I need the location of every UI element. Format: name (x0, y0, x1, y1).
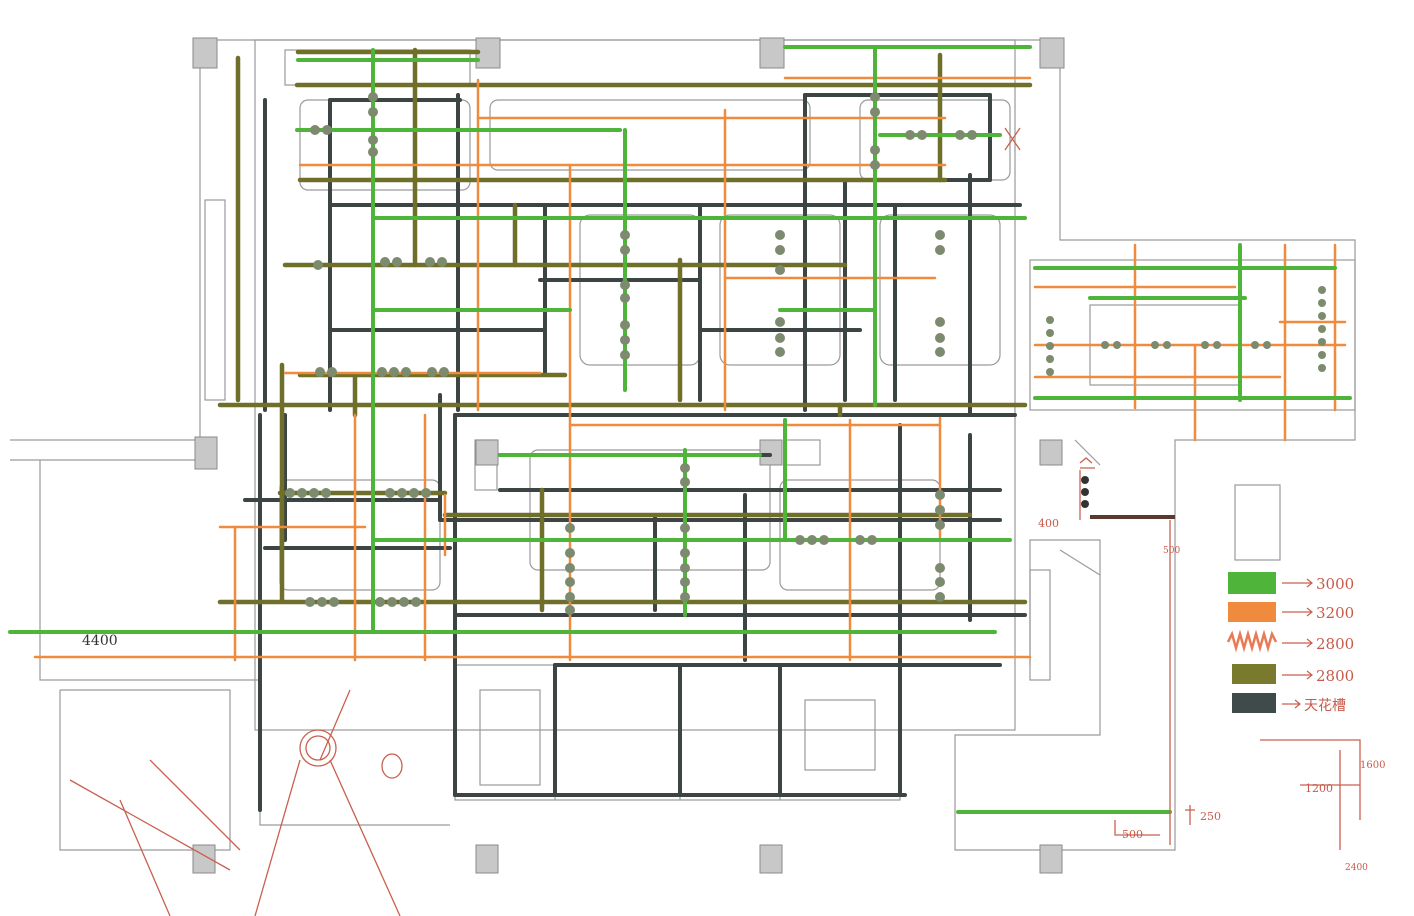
legend-label: 2800 (1316, 667, 1354, 685)
legend-label: 3000 (1316, 575, 1354, 593)
legend-swatch-dark (1232, 693, 1276, 713)
legend-label: 3200 (1316, 604, 1354, 622)
dimension-label: 250 (1200, 810, 1221, 823)
dimension-label: 4400 (82, 633, 118, 649)
trough-lines (218, 93, 1027, 812)
red-sketch-marks (69, 127, 1361, 916)
dimension-label: 1200 (1305, 782, 1333, 795)
legend-swatch-orange (1228, 602, 1276, 622)
dimension-label: 1600 (1360, 760, 1385, 771)
legend-swatch-green (1228, 572, 1276, 594)
legend-label: 天花槽 (1304, 698, 1346, 714)
green-lines (8, 45, 1352, 814)
dimension-label: 2400 (1345, 863, 1368, 873)
legend-swatch-scribble (1226, 629, 1278, 653)
legend-label: 2800 (1316, 635, 1354, 653)
dimension-label: 500 (1163, 546, 1180, 556)
legend: 3000 3200 2800 2800 天花槽 (1226, 572, 1354, 714)
dimension-label: 400 (1038, 517, 1059, 530)
structural-columns (192, 37, 1065, 874)
orange-lines (33, 76, 1347, 662)
legend-swatch-olive (1232, 664, 1276, 684)
downlight-dots (285, 92, 1326, 615)
dimension-label: 500 (1122, 828, 1143, 841)
